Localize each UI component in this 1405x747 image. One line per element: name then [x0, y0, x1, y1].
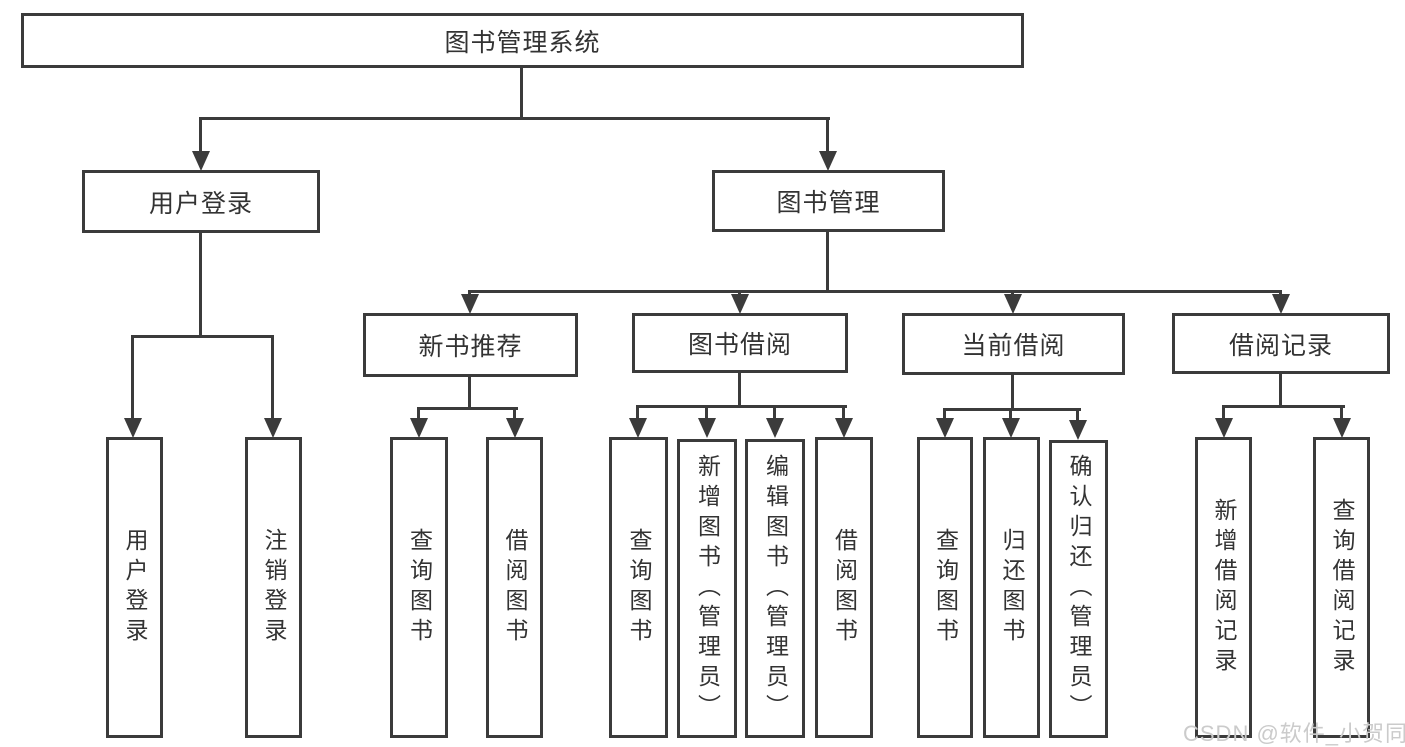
arrow-down-icon [410, 418, 428, 438]
arrow-down-icon [629, 418, 647, 438]
connector-line [520, 68, 523, 118]
node-new-book-recommend: 新书推荐 [363, 313, 578, 377]
arrow-down-icon [192, 151, 210, 171]
arrow-down-icon [1272, 294, 1290, 314]
arrow-down-icon [731, 294, 749, 314]
leaf-current-query-book: 查询图书 [917, 437, 973, 738]
arrow-down-icon [1333, 418, 1351, 438]
leaf-recommend-borrow-book: 借阅图书 [486, 437, 543, 738]
leaf-current-return-book: 归还图书 [983, 437, 1040, 738]
leaf-user-login: 用户登录 [106, 437, 163, 738]
connector-line [842, 405, 845, 419]
arrow-down-icon [124, 418, 142, 438]
connector-line [131, 335, 274, 338]
leaf-borrowing-edit-book-admin: 编辑图书（管理员） [745, 439, 805, 738]
connector-line [1340, 405, 1343, 419]
arrow-down-icon [461, 294, 479, 314]
connector-line [1009, 408, 1012, 420]
connector-line [131, 335, 134, 420]
connector-line [943, 408, 946, 420]
leaf-borrowing-add-book-admin: 新增图书（管理员） [677, 439, 737, 738]
arrow-down-icon [506, 418, 524, 438]
arrow-down-icon [1002, 418, 1020, 438]
leaf-current-confirm-return-admin: 确认归还（管理员） [1049, 440, 1108, 738]
connector-line [636, 405, 639, 419]
node-current-borrowing: 当前借阅 [902, 313, 1125, 375]
connector-line [199, 117, 202, 153]
leaf-recommend-query-book: 查询图书 [390, 437, 448, 738]
connector-line [417, 407, 518, 410]
arrow-down-icon [819, 151, 837, 171]
connector-line [826, 232, 829, 290]
arrow-down-icon [698, 418, 716, 438]
arrow-down-icon [264, 418, 282, 438]
arrow-down-icon [1215, 418, 1233, 438]
connector-line [199, 117, 830, 120]
connector-line [468, 290, 1282, 293]
arrow-down-icon [1069, 420, 1087, 440]
connector-line [1011, 375, 1014, 409]
node-borrow-records: 借阅记录 [1172, 313, 1390, 374]
connector-line [271, 335, 274, 420]
arrow-down-icon [766, 418, 784, 438]
leaf-borrowing-query-book: 查询图书 [609, 437, 668, 738]
connector-line [199, 233, 202, 335]
leaf-records-query-record: 查询借阅记录 [1313, 437, 1370, 738]
connector-line [773, 405, 776, 419]
arrow-down-icon [936, 418, 954, 438]
leaf-logout: 注销登录 [245, 437, 302, 738]
connector-line [738, 373, 741, 406]
connector-line [513, 407, 516, 420]
leaf-borrowing-borrow-book: 借阅图书 [815, 437, 873, 738]
connector-line [417, 407, 420, 420]
connector-line [1222, 405, 1225, 419]
connector-line [826, 117, 829, 153]
connector-line [1279, 374, 1282, 406]
connector-line [1076, 408, 1079, 422]
watermark: CSDN @软件_小贺同学 [1183, 721, 1405, 746]
node-user-login: 用户登录 [82, 170, 320, 233]
arrow-down-icon [1004, 294, 1022, 314]
connector-line [468, 377, 471, 408]
node-book-borrowing: 图书借阅 [632, 313, 848, 373]
node-library-management-system: 图书管理系统 [21, 13, 1024, 68]
leaf-records-add-record: 新增借阅记录 [1195, 437, 1252, 738]
connector-line [636, 405, 847, 408]
connector-line [705, 405, 708, 419]
connector-line [1222, 405, 1345, 408]
connector-line [943, 408, 1081, 411]
arrow-down-icon [835, 418, 853, 438]
node-book-management: 图书管理 [712, 170, 945, 232]
